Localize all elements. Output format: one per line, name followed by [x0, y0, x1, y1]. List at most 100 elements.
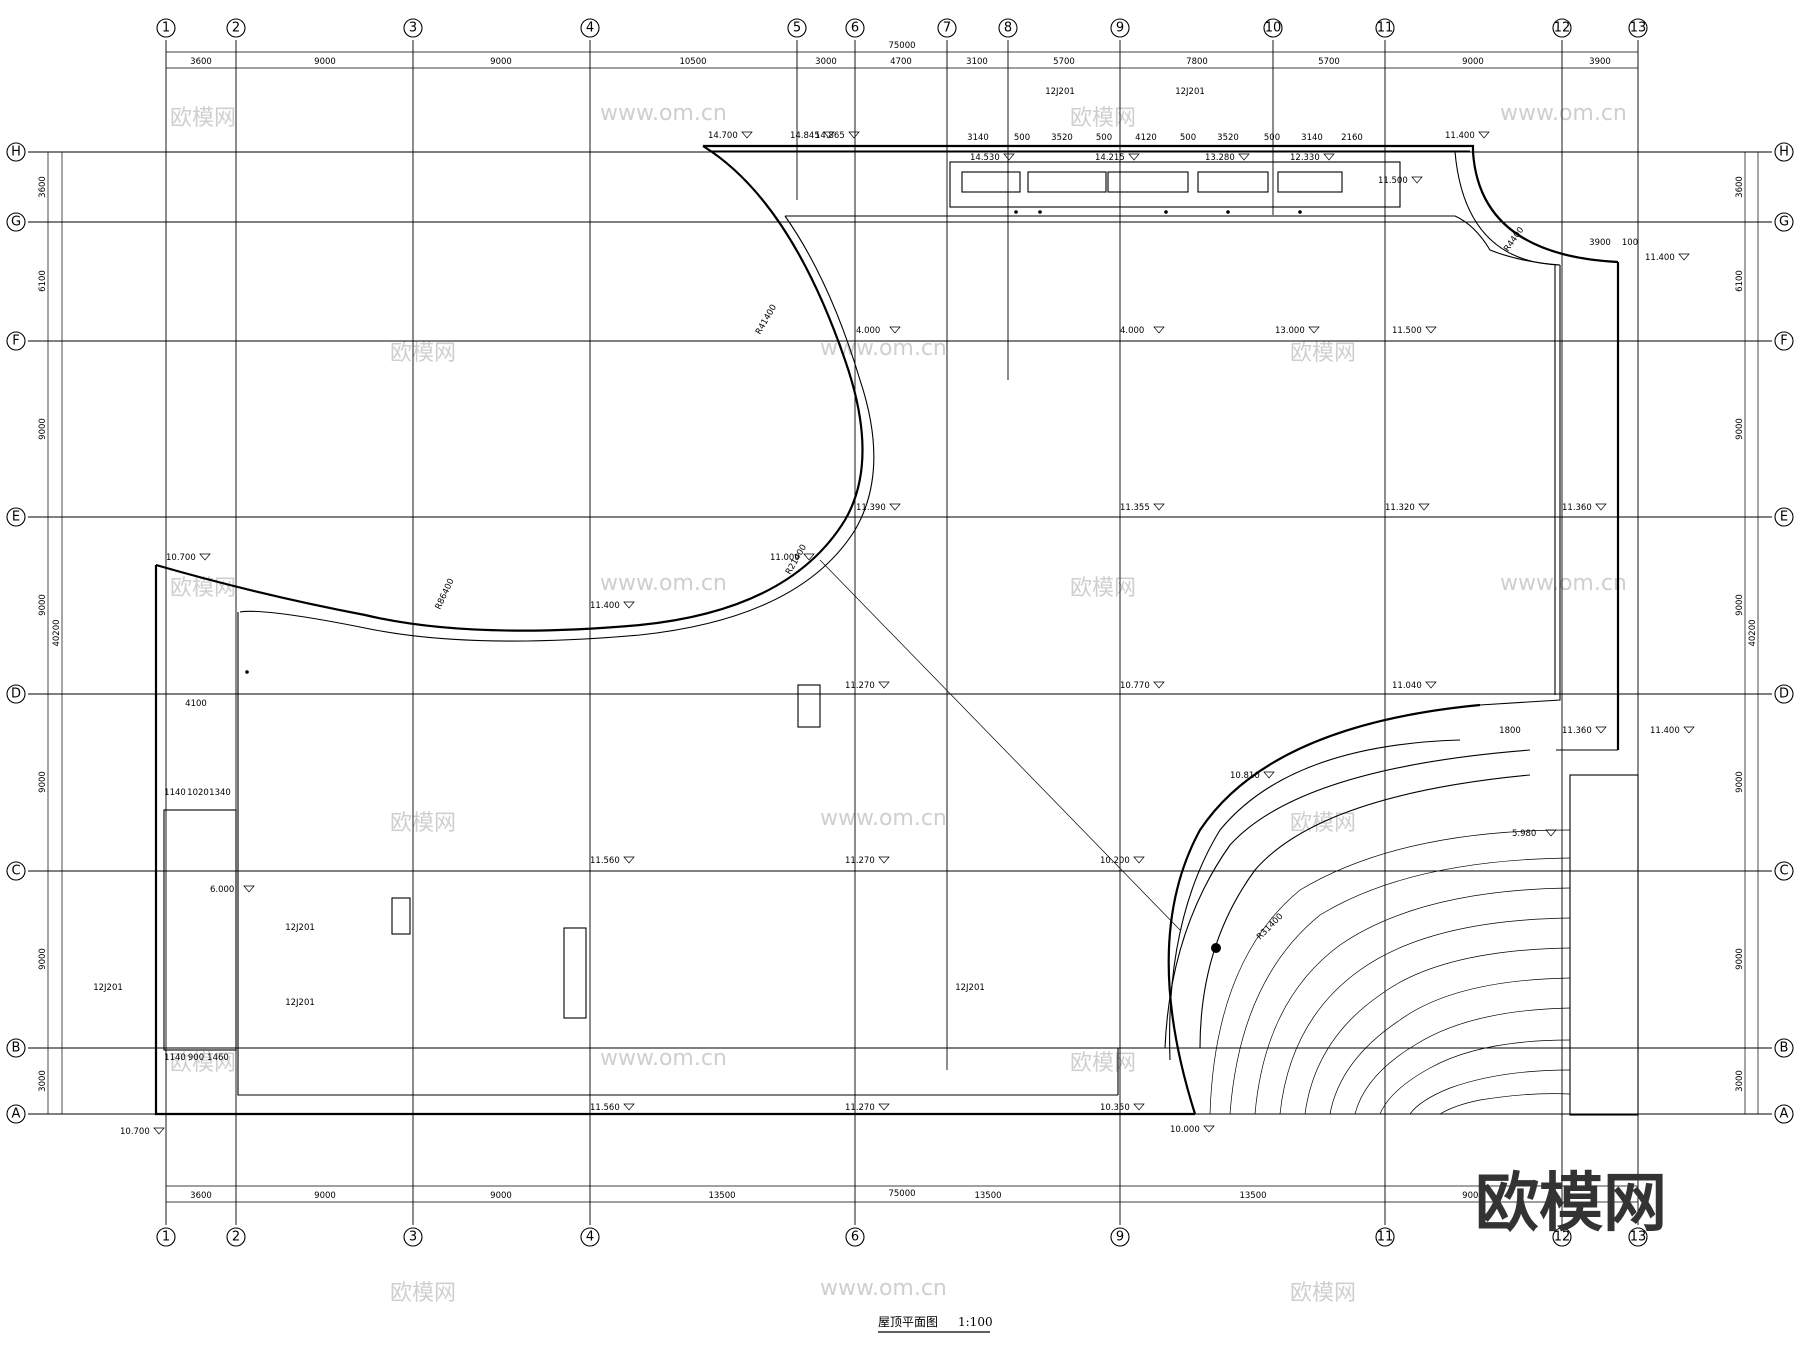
- axis-label: D: [1779, 687, 1789, 702]
- elevation-marker: [741, 131, 753, 139]
- elevation-marker: [1545, 829, 1557, 837]
- stair-dim: 1460: [207, 1053, 229, 1063]
- elevation-label: 4.000: [1120, 326, 1144, 336]
- axis-bubble-col: 13: [1628, 1227, 1648, 1247]
- drawing-scale: 1:100: [958, 1315, 993, 1329]
- elevation-label: 11.360: [1562, 726, 1592, 736]
- axis-label: B: [1780, 1041, 1789, 1056]
- drain-point: [1038, 210, 1042, 214]
- elevation-marker: [1425, 681, 1437, 689]
- axis-label: A: [1780, 1107, 1789, 1122]
- elevation-marker: [1153, 503, 1165, 511]
- ne-corner-curve: [1471, 151, 1619, 264]
- axis-label: 12: [1554, 1230, 1571, 1245]
- axis-bubble-col: 9: [1110, 18, 1130, 38]
- radius-label: R4400: [1502, 225, 1526, 253]
- axis-label: 2: [232, 21, 240, 36]
- seating-arc: [1439, 1093, 1571, 1115]
- dimension-value: 3600: [190, 57, 212, 67]
- dimension-value: 3000: [815, 57, 837, 67]
- axis-label: 1: [162, 1230, 170, 1245]
- skylight-3: [563, 927, 587, 1019]
- axis-grid: [28, 40, 1772, 1225]
- watermark-url: www.om.cn: [1500, 101, 1627, 126]
- dimension-value: 3140: [1301, 133, 1323, 143]
- seating-arc: [1209, 829, 1571, 1115]
- dimension-value: 13500: [708, 1191, 735, 1201]
- axis-label: B: [12, 1041, 21, 1056]
- seating-arc: [1279, 917, 1571, 1115]
- axis-bubble-col: 9: [1110, 1227, 1130, 1247]
- radius-label: R86400: [434, 577, 457, 611]
- se-arc-outer: [1167, 703, 1481, 1115]
- elevation-label: 10.770: [1120, 681, 1150, 691]
- elevation-marker: [153, 1127, 165, 1135]
- elevation-label: 14.700: [708, 131, 738, 141]
- axis-bubble-row: H: [1774, 142, 1794, 162]
- dimension-value: 7800: [1186, 57, 1208, 67]
- dimension-value: 9000: [1735, 418, 1745, 440]
- se-arc-4: [1199, 774, 1531, 1049]
- elevation-label: 11.560: [590, 856, 620, 866]
- watermark-url: www.om.cn: [820, 1276, 947, 1301]
- drawing-title: 屋顶平面图 1:100: [878, 1315, 993, 1333]
- watermark-text: 欧模网: [1290, 1281, 1356, 1306]
- watermark-text: 欧模网: [170, 106, 236, 131]
- elevation-marker: [1418, 503, 1430, 511]
- seating-arc: [1379, 1039, 1571, 1115]
- equipment-box: [1197, 171, 1269, 193]
- axis-bubble-col: 2: [226, 1227, 246, 1247]
- axis-bubble-col: 13: [1628, 18, 1648, 38]
- axis-label: A: [12, 1107, 21, 1122]
- drain-point: [1226, 210, 1230, 214]
- axis-bubble-row: A: [1774, 1104, 1794, 1124]
- elevation-label: 13.280: [1205, 153, 1235, 163]
- dimension-value: 9000: [490, 1191, 512, 1201]
- axis-bubble-row: D: [6, 684, 26, 704]
- axis-label: E: [12, 510, 20, 525]
- dimension-value: 9000: [38, 771, 48, 793]
- east-stair: [1569, 774, 1639, 1116]
- brand-logo: 欧模网: [1475, 1167, 1667, 1241]
- dimension-value: 5700: [1053, 57, 1075, 67]
- elevation-marker: [1595, 726, 1607, 734]
- elevation-marker: [1238, 153, 1250, 161]
- elevation-marker: [1153, 326, 1165, 334]
- elevation-label: 13.000: [1275, 326, 1305, 336]
- dimension-value: 3600: [38, 176, 48, 198]
- axis-bubble-col: 5: [787, 18, 807, 38]
- axis-label: H: [1779, 145, 1789, 160]
- west-curve-outer: [155, 145, 864, 632]
- north-parapet: [703, 144, 1475, 152]
- axis-bubble-col: 3: [403, 1227, 423, 1247]
- elevation-label: 11.560: [590, 1103, 620, 1113]
- dimension-value: 13500: [974, 1191, 1001, 1201]
- axis-bubble-col: 11: [1375, 1227, 1395, 1247]
- watermark-layer: 欧模网 www.om.cn 欧模网 www.om.cn 欧模网 www.om.c…: [170, 101, 1627, 1306]
- watermark-url: www.om.cn: [1500, 571, 1627, 596]
- axis-label: F: [12, 334, 19, 349]
- elevation-marker: [878, 681, 890, 689]
- axis-label: 1: [162, 21, 170, 36]
- axis-label: 2: [232, 1230, 240, 1245]
- stair-dim: 1340: [209, 788, 231, 798]
- axis-label: C: [1779, 864, 1788, 879]
- watermark-text: 欧模网: [170, 576, 236, 601]
- elevation-marker: [1425, 326, 1437, 334]
- sw-parapet: [154, 565, 1195, 1116]
- elevation-marker: [623, 856, 635, 864]
- axis-bubble-col: 4: [580, 18, 600, 38]
- dimension-value: 5700: [1318, 57, 1340, 67]
- elevation-label: 14.845: [790, 131, 820, 141]
- equipment-box: [961, 171, 1021, 193]
- watermark-url: www.om.cn: [600, 571, 727, 596]
- detail-ref: 12J201: [285, 923, 315, 933]
- dimension-value: 9000: [1735, 594, 1745, 616]
- equipment-zone: [949, 161, 1401, 208]
- west-curve-inner: [239, 215, 875, 642]
- elevation-marker: [878, 856, 890, 864]
- axis-label: 10: [1265, 21, 1282, 36]
- elevation-marker: [1203, 1125, 1215, 1133]
- dimension-value: 3000: [1735, 1070, 1745, 1092]
